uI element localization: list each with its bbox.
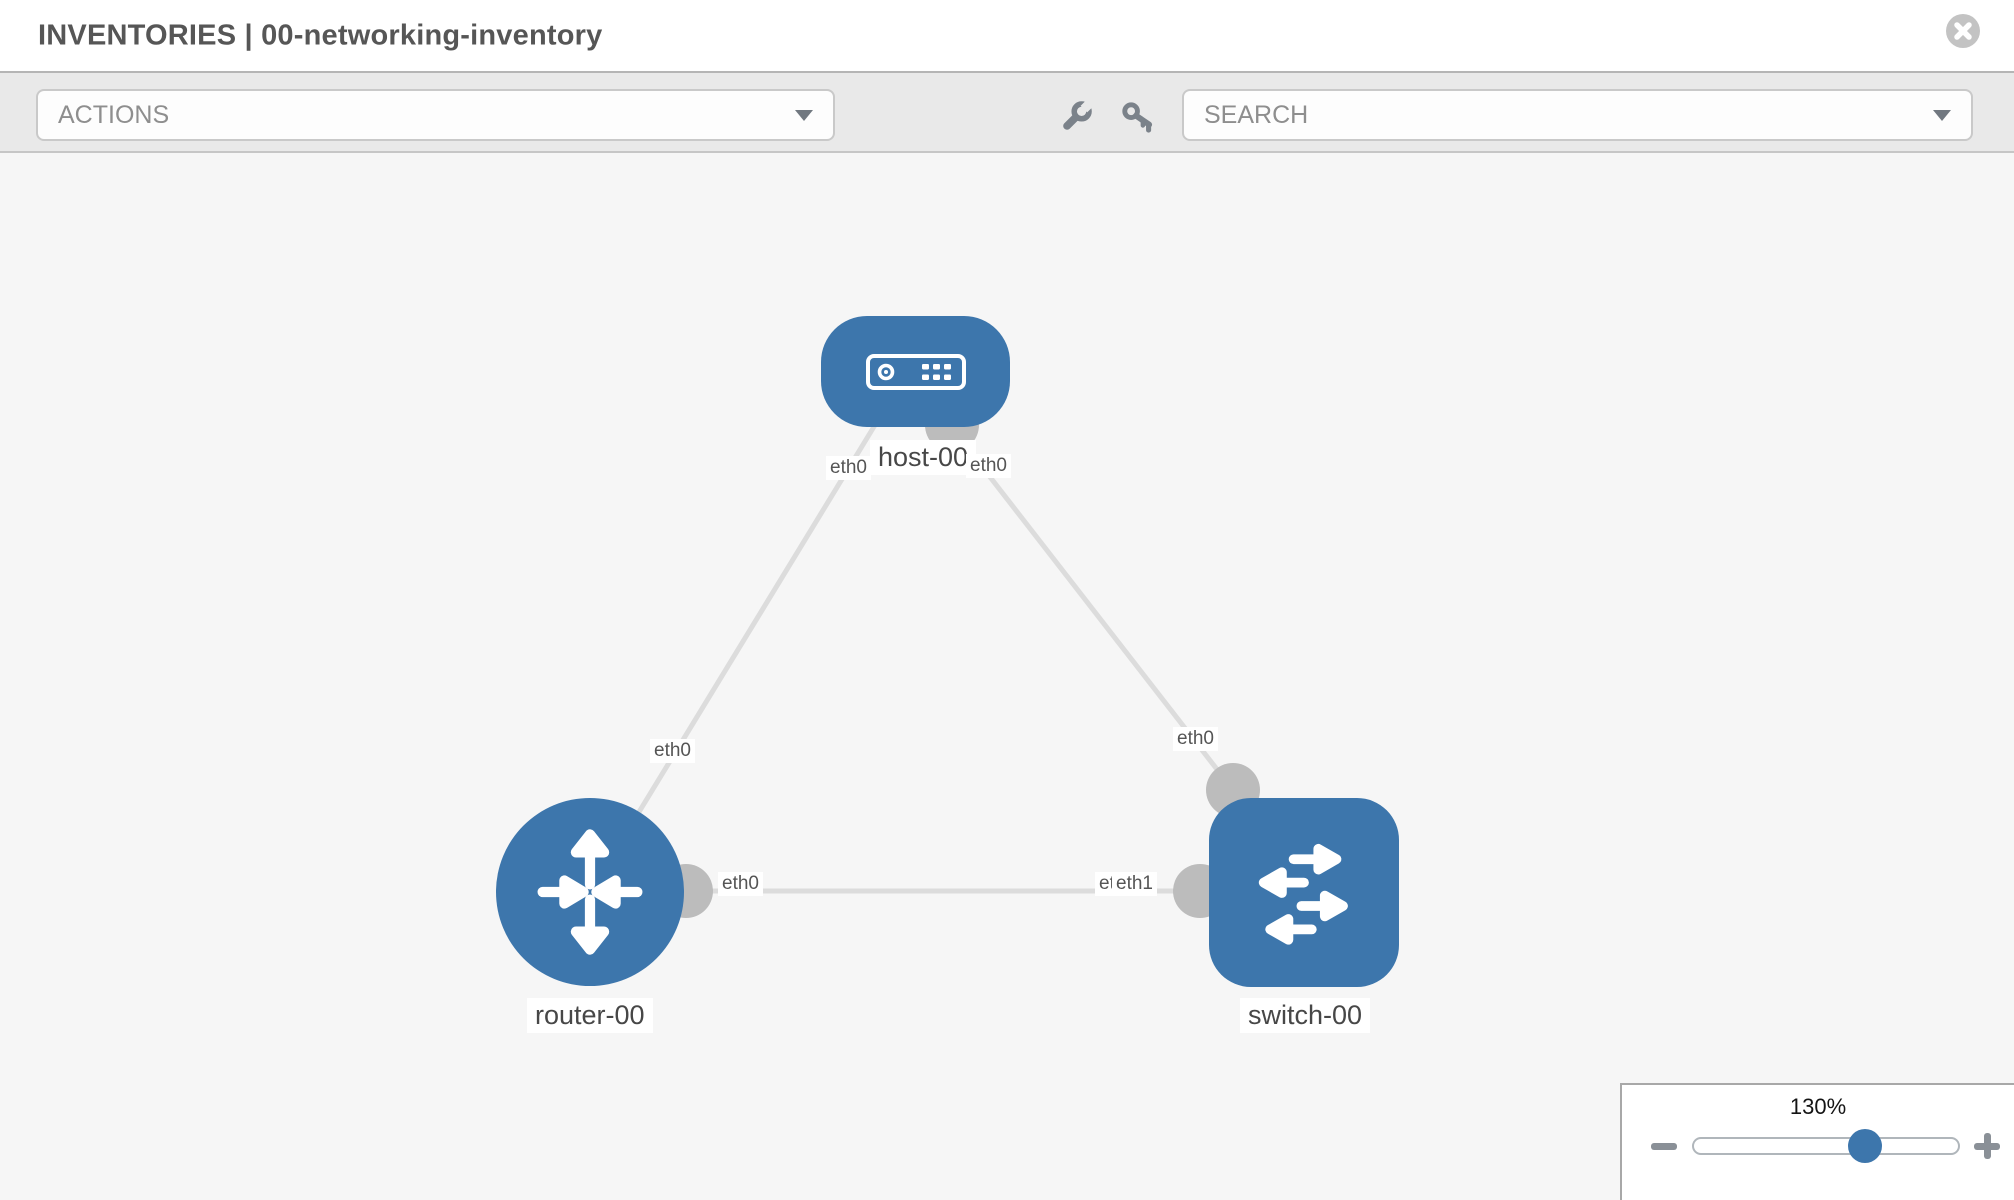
zoom-slider-thumb[interactable] [1848,1129,1882,1163]
close-icon [1946,14,1980,48]
wrench-button[interactable] [1058,99,1094,135]
node-label-switch: switch-00 [1240,998,1371,1033]
interface-label-eth0: eth0 [1173,727,1218,751]
zoom-out-button[interactable]: − [1651,1143,1677,1150]
router-icon [537,829,643,955]
actions-dropdown-label: ACTIONS [58,100,170,129]
interface-label-eth0: eth0 [650,739,695,763]
search-dropdown-label: SEARCH [1204,100,1309,129]
zoom-in-button[interactable]: + [1974,1133,2000,1159]
interface-label-eth0: eth0 [966,454,1011,478]
actions-dropdown[interactable]: ACTIONS [36,89,835,141]
interface-label-eth0: eth0 [718,872,763,896]
zoom-level: 130% [1789,1094,1847,1119]
topology-links [636,398,1260,918]
header: INVENTORIES | 00-networking-inventory [0,0,2014,71]
switch-icon [1258,843,1348,945]
zoom-panel: 130% − + [1620,1083,2014,1200]
key-icon [1122,102,1153,133]
close-button[interactable] [1946,14,1980,48]
node-switch-00[interactable] [1209,798,1399,987]
interface-label-eth0: eth0 [826,456,871,480]
host-icon [865,353,966,390]
page-title: INVENTORIES | 00-networking-inventory [38,19,603,51]
topology-canvas[interactable]: host-00 router-00 switch-00 eth0 eth0 et… [0,153,2014,1200]
search-dropdown[interactable]: SEARCH [1182,89,1973,141]
interface-label-eth1: eth1 [1112,872,1157,896]
node-router-00[interactable] [496,798,684,986]
chevron-down-icon [1933,109,1951,121]
node-label-router: router-00 [527,998,653,1033]
zoom-slider[interactable] [1692,1137,1960,1155]
chevron-down-icon [795,109,813,121]
key-button[interactable] [1120,99,1156,135]
toolbar: ACTIONS SEARCH [0,71,2014,153]
node-label-host: host-00 [870,440,977,475]
wrench-icon [1063,99,1094,130]
node-host-00[interactable] [821,316,1010,427]
